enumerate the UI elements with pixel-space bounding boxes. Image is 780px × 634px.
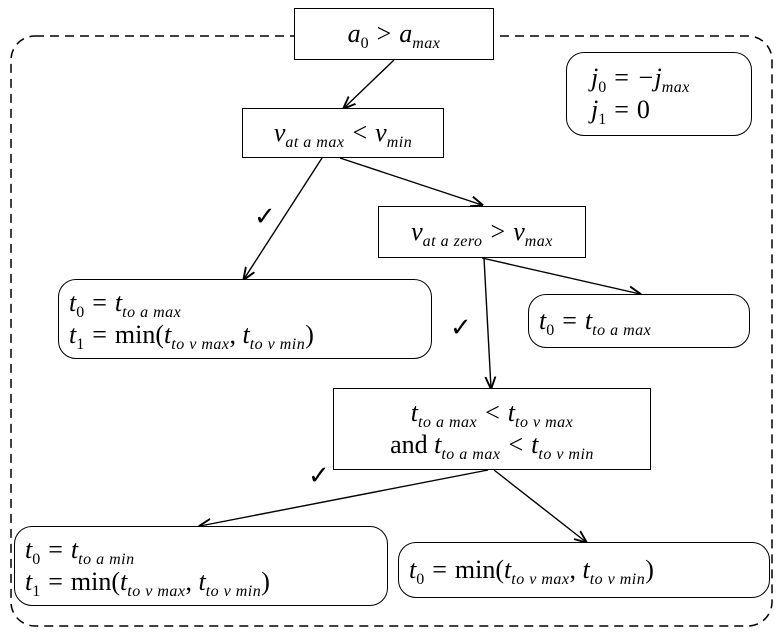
- arrow-cond3-to-result4: [493, 469, 586, 542]
- check-mark-3: ✓: [308, 461, 330, 491]
- dashed-container-frame: [10, 35, 773, 627]
- node-root-condition: a0>amax: [294, 8, 494, 60]
- node-result-4: t0=min(tto v max, tto v min): [398, 542, 770, 598]
- node-cond-t-to-a-max: tto a max<tto v max and tto a max<tto v …: [333, 388, 651, 470]
- arrow-root-to-cond1: [344, 59, 395, 108]
- arrow-cond2-to-cond3: [483, 257, 491, 388]
- node-result-1: t0=tto a max t1=min(tto v max, tto v min…: [58, 279, 432, 359]
- check-mark-1: ✓: [254, 202, 276, 232]
- node-jerk-settings: j0=−jmax j1=0: [566, 52, 752, 136]
- node-result-3: t0=tto a min t1=min(tto v max, tto v min…: [14, 526, 388, 606]
- node-cond-v-at-a-max: vat a max<vmin: [242, 108, 444, 158]
- arrow-cond2-to-result2: [481, 257, 640, 294]
- node-cond-v-at-a-zero: vat a zero>vmax: [378, 206, 586, 258]
- arrow-cond1-to-result1: [244, 157, 323, 279]
- arrow-cond3-to-result3: [200, 469, 489, 526]
- check-mark-2: ✓: [450, 313, 472, 343]
- node-result-2: t0=tto a max: [528, 294, 750, 348]
- arrow-cond1-to-cond2: [339, 157, 482, 205]
